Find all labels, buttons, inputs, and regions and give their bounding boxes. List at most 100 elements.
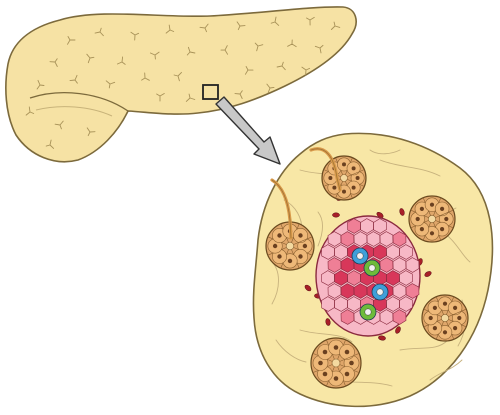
acinar-nucleus xyxy=(344,349,350,355)
capillary-cell xyxy=(304,284,312,292)
acinus xyxy=(265,221,315,271)
capillary-cell xyxy=(378,335,386,341)
capillary-cell xyxy=(325,318,331,326)
islet-cell xyxy=(321,296,335,312)
lobule-mark xyxy=(67,36,76,45)
lobule-mark xyxy=(244,66,254,75)
fiber-line xyxy=(429,359,463,381)
islet-cell xyxy=(373,218,387,234)
pancreas-head-lobe xyxy=(35,106,113,117)
acinar-nucleus xyxy=(453,305,458,310)
lobule-mark xyxy=(306,16,315,26)
islet-cell xyxy=(379,309,394,325)
pancreas-body xyxy=(5,6,357,163)
lobule-mark xyxy=(130,31,140,41)
islet-cell xyxy=(360,218,374,234)
islet-cell xyxy=(392,309,407,325)
delta-cell-nucleus xyxy=(376,288,384,296)
islet-cell xyxy=(386,244,400,260)
lobule-mark xyxy=(156,93,165,102)
acinar-nucleus xyxy=(298,254,303,259)
islet-cell xyxy=(392,257,407,273)
islet-cell xyxy=(405,283,420,299)
acinar-nucleus xyxy=(333,345,339,350)
arrow-shape xyxy=(215,96,281,165)
acinar-nucleus xyxy=(302,243,308,249)
islet-cell xyxy=(327,231,342,247)
lobule-mark xyxy=(86,127,96,137)
islet-cells xyxy=(321,218,420,325)
lobule-mark xyxy=(141,72,150,81)
acinus xyxy=(310,337,362,389)
acinar-nucleus xyxy=(355,176,360,180)
acinar-nucleus xyxy=(432,305,437,310)
islet-cell xyxy=(334,244,348,260)
lobule-mark xyxy=(173,71,182,82)
lobule-mark xyxy=(86,53,95,64)
pp-cell-nucleus xyxy=(364,308,372,316)
pancreas-organ xyxy=(5,6,357,163)
islet-cell xyxy=(334,296,348,312)
acinar-nucleus xyxy=(415,216,420,222)
acinar-nucleus xyxy=(351,166,356,171)
acinar-nucleus xyxy=(322,349,328,355)
acinus-lumen xyxy=(340,174,348,182)
magnify-square-icon xyxy=(202,84,219,100)
acinar-nucleus xyxy=(342,162,346,167)
acinus xyxy=(421,294,469,342)
lobule-mark xyxy=(149,51,160,60)
acinar-nucleus xyxy=(344,371,350,377)
islet-cell xyxy=(366,231,381,247)
islet-cell xyxy=(392,283,407,299)
lobule-mark xyxy=(254,42,264,52)
fiber-line xyxy=(317,211,324,247)
lobule-mark xyxy=(54,120,64,130)
lobule-mark xyxy=(36,79,45,90)
islet-cell xyxy=(340,283,355,299)
islet-cell xyxy=(399,244,413,260)
fiber-line xyxy=(369,149,401,155)
islet-cell xyxy=(386,296,400,312)
islet-cell xyxy=(347,296,361,312)
acinar-nucleus xyxy=(419,206,424,211)
acinar-nucleus xyxy=(298,233,303,238)
lobule-mark xyxy=(234,90,243,99)
lobule-mark xyxy=(186,46,196,56)
pancreatic-islet xyxy=(315,215,421,337)
islet-cell xyxy=(321,270,335,286)
lobule-mark xyxy=(45,139,55,149)
lobule-mark xyxy=(266,83,275,94)
pancreas-head-fold xyxy=(29,92,129,112)
capillary-cell xyxy=(399,208,405,216)
acinar-nucleus xyxy=(277,254,282,259)
lobule-mark xyxy=(94,27,104,37)
acinar-clusters xyxy=(265,155,469,389)
fiber-line xyxy=(399,339,449,351)
acinus xyxy=(408,195,456,243)
acinus-lumen xyxy=(331,358,341,368)
acinus xyxy=(321,155,367,201)
capillary-cell xyxy=(332,212,340,218)
acinar-nucleus xyxy=(287,258,293,264)
islet-cell xyxy=(392,231,407,247)
acinar-nucleus xyxy=(440,206,445,211)
islet-special-cells xyxy=(351,247,389,321)
islet-cell xyxy=(379,257,394,273)
islet-cell xyxy=(334,270,348,286)
islet-cell xyxy=(405,257,420,273)
islet-cell xyxy=(340,309,355,325)
lobule-mark xyxy=(165,24,175,34)
acinar-nucleus xyxy=(328,176,333,180)
lobule-mark xyxy=(25,106,35,116)
capillary-cell xyxy=(395,326,401,334)
lobule-mark xyxy=(49,58,58,67)
capillary-cell xyxy=(424,271,432,277)
lobule-mark xyxy=(314,44,324,54)
islet-cell xyxy=(347,218,361,234)
delta-cell-nucleus xyxy=(356,252,364,260)
acinar-nucleus xyxy=(440,227,445,232)
islet-cell xyxy=(347,270,361,286)
islet-cell xyxy=(353,231,368,247)
acinar-nucleus xyxy=(318,360,323,366)
